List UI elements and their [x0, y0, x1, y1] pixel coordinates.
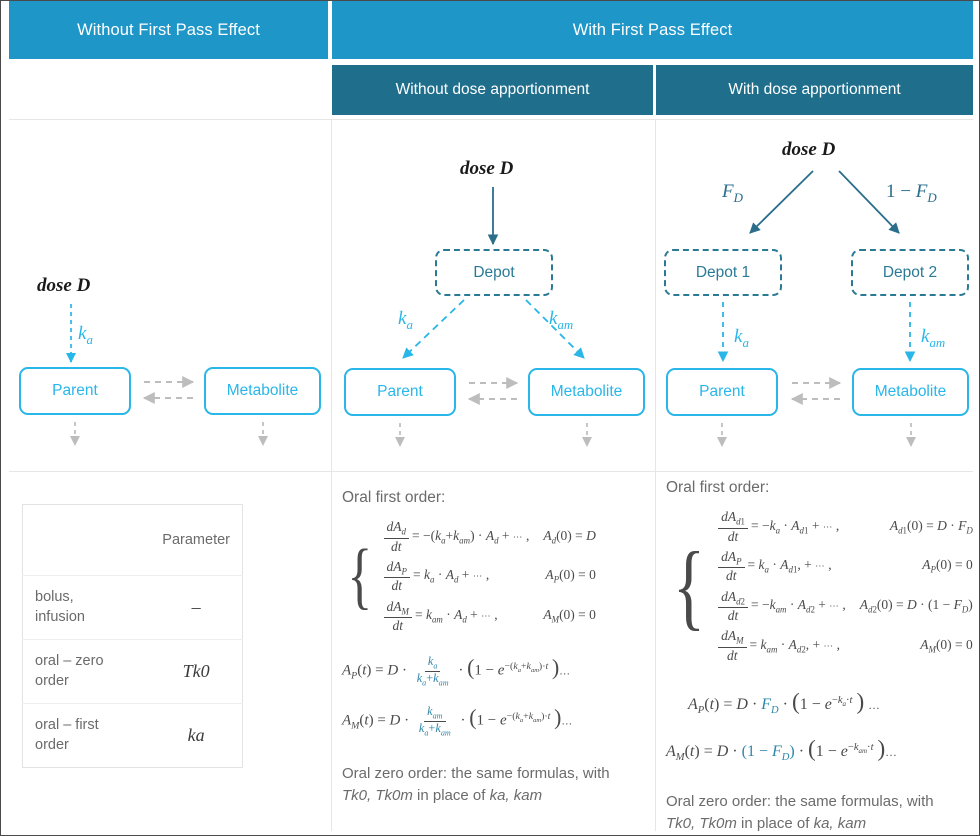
row-param-bolus: –	[150, 575, 243, 641]
divider-horizontal-mid	[9, 471, 973, 472]
route-line-2: order	[35, 736, 69, 753]
initial-condition: Ad2(0) = D · (1 − FD)	[859, 597, 973, 615]
mid-depot-box[interactable]: Depot	[435, 249, 553, 296]
note-line-1: Oral zero order: the same formulas, with	[342, 765, 610, 783]
mid-parent-box[interactable]: Parent	[344, 368, 456, 416]
initial-condition: AP(0) = 0	[545, 567, 596, 585]
right-dose-label: dose D	[782, 139, 836, 160]
mid-metabolite-box[interactable]: Metabolite	[528, 368, 645, 416]
left-parent-box[interactable]: Parent	[19, 367, 131, 415]
right-depot1-box[interactable]: Depot 1	[664, 249, 782, 296]
right-one-minus-fd-label: 1 − FD	[886, 181, 937, 205]
right-metabolite-box[interactable]: Metabolite	[852, 368, 969, 416]
formulas-right-solution-parent: AP(t) = D · FD · (1 − e−ka·t ) …	[688, 689, 880, 717]
right-parent-box[interactable]: Parent	[666, 368, 778, 416]
formulas-right-note: Oral zero order: the same formulas, with…	[666, 791, 978, 835]
mid-dose-label: dose D	[460, 158, 514, 179]
formulas-right-solution-metabolite: AM(t) = D · (1 − FD) · (1 − e−kam·t )…	[666, 736, 897, 764]
system-brace: {	[347, 534, 373, 617]
header-row-primary: Without First Pass Effect With First Pas…	[1, 1, 979, 59]
divider-vertical-right	[655, 119, 656, 831]
table-header-row: Parameter	[22, 504, 243, 576]
note-emphasis-2: ka, kam	[489, 787, 543, 805]
note-emphasis-1: Tk0, Tk0m	[666, 815, 737, 833]
table-row: oral – zero order Tk0	[22, 639, 243, 705]
initial-condition: Ad1(0) = D · FD	[889, 517, 973, 536]
table-row: oral – first order ka	[23, 704, 243, 768]
right-depot2-box[interactable]: Depot 2	[851, 249, 969, 296]
formulas-middle-title: Oral first order:	[342, 489, 446, 506]
header-without-dose-apportionment: Without dose apportionment	[332, 65, 653, 115]
parameter-table: Parameter bolus, infusion – oral – zero …	[22, 504, 243, 769]
initial-condition: AM(0) = 0	[543, 607, 596, 625]
header-with-dose-apportionment: With dose apportionment	[656, 65, 973, 115]
right-kam-label: kam	[921, 326, 946, 350]
right-split-left-arrow	[749, 170, 814, 234]
left-ka-label: ka	[78, 323, 93, 347]
row-route-bolus: bolus, infusion	[22, 575, 151, 641]
header-without-first-pass: Without First Pass Effect	[9, 1, 328, 59]
route-line-1: oral – first	[35, 717, 99, 734]
row-route-oral-first: oral – first order	[23, 704, 151, 768]
table-header-blank	[22, 504, 151, 576]
note-line-1: Oral zero order: the same formulas, with	[666, 793, 934, 811]
table-header-parameter: Parameter	[150, 504, 243, 576]
note-tail: in place of	[412, 787, 490, 805]
mid-ka-label: ka	[398, 308, 413, 332]
route-line-2: infusion	[35, 608, 85, 625]
divider-vertical-left	[331, 119, 332, 831]
right-ka-label: ka	[734, 326, 749, 350]
formulas-middle-note: Oral zero order: the same formulas, with…	[342, 763, 652, 807]
row-param-oral-zero: Tk0	[150, 639, 243, 705]
system-brace: {	[672, 531, 706, 639]
note-emphasis-1: Tk0, Tk0m	[342, 787, 413, 805]
left-dose-label: dose D	[37, 275, 91, 296]
row-route-oral-zero: oral – zero order	[22, 639, 151, 705]
note-tail: in place of	[736, 815, 814, 833]
left-metabolite-box[interactable]: Metabolite	[204, 367, 321, 415]
header-with-first-pass: With First Pass Effect	[332, 1, 973, 59]
note-emphasis-2: ka, kam	[813, 815, 867, 833]
route-line-2: order	[35, 672, 69, 689]
divider-horizontal-top	[9, 119, 973, 120]
initial-condition: AM(0) = 0	[920, 636, 973, 655]
initial-condition: Ad(0) = D	[543, 527, 596, 546]
route-line-1: oral – zero	[35, 653, 104, 670]
right-fd-label: FD	[722, 181, 743, 205]
formulas-right-title: Oral first order:	[666, 479, 770, 496]
route-line-1: bolus,	[35, 589, 74, 605]
header-row-secondary: Without dose apportionment With dose app…	[1, 65, 979, 115]
row-param-oral-first: ka	[187, 725, 205, 746]
table-row: bolus, infusion –	[22, 575, 243, 641]
mid-kam-label: kam	[549, 308, 574, 332]
initial-condition: AP(0) = 0	[922, 557, 973, 575]
